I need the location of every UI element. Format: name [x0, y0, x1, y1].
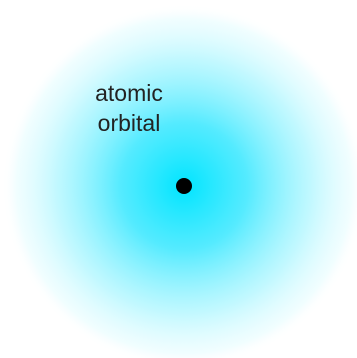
nucleus-dot — [176, 178, 192, 194]
orbital-label: atomic orbital — [70, 78, 188, 138]
orbital-label-line-2: orbital — [97, 110, 161, 136]
orbital-label-line-1: atomic — [95, 80, 163, 106]
